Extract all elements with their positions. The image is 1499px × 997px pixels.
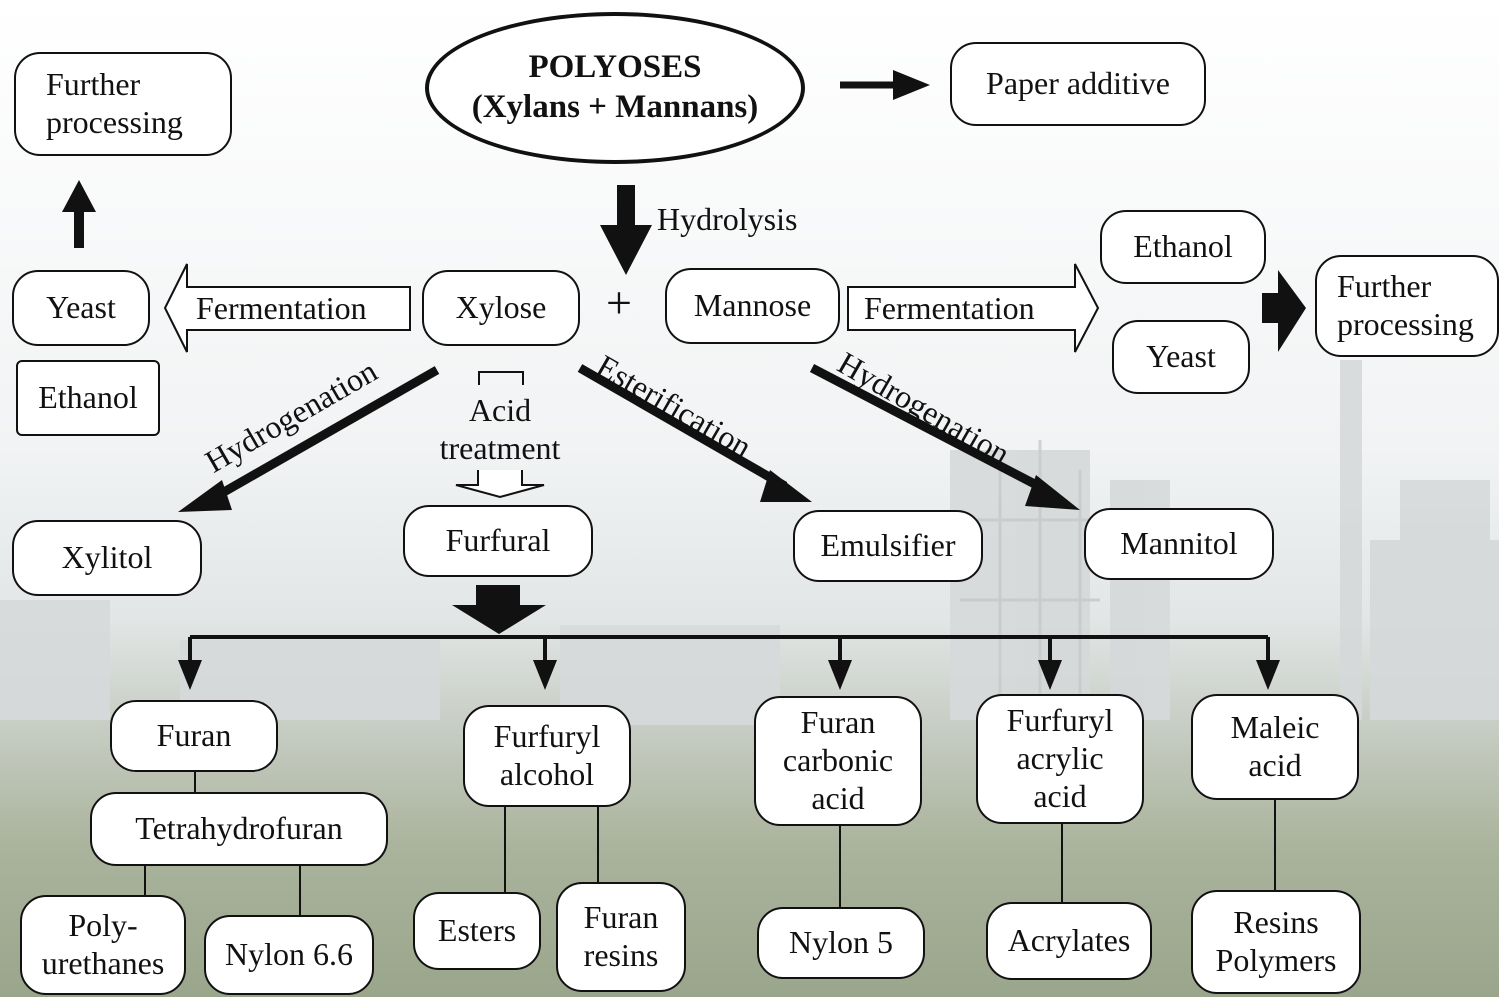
furfuryl-alcohol-node: Furfuryl alcohol <box>463 705 631 807</box>
mannitol-node: Mannitol <box>1084 508 1274 580</box>
furan-node: Furan <box>110 700 278 772</box>
furfural-node: Furfural <box>403 505 593 577</box>
plus-sign: + <box>606 277 632 328</box>
xylose-node: Xylose <box>422 270 580 346</box>
mannose-node: Mannose <box>665 268 840 344</box>
ethanol-left-node: Ethanol <box>16 360 160 436</box>
tetrahydrofuran-node: Tetrahydrofuran <box>90 792 388 866</box>
polyoses-node: POLYOSES(Xylans + Mannans) <box>425 12 805 164</box>
further-processing-left-node: Further processing <box>14 52 232 156</box>
hydrolysis-label: Hydrolysis <box>657 201 798 237</box>
yeast-right-node: Yeast <box>1112 320 1250 394</box>
furan-carbonic-acid-node: Furan carbonic acid <box>754 696 922 826</box>
acrylates-node: Acrylates <box>986 902 1152 980</box>
maleic-acid-node: Maleic acid <box>1191 694 1359 800</box>
xylitol-node: Xylitol <box>12 520 202 596</box>
polyoses-subtitle: (Xylans + Mannans) <box>471 89 759 125</box>
fermentation-right-label: Fermentation <box>864 290 1035 326</box>
polyoses-title: POLYOSES <box>528 49 702 86</box>
paper-additive-node: Paper additive <box>950 42 1206 126</box>
fermentation-left-label: Fermentation <box>196 290 367 326</box>
polyurethanes-node: Poly- urethanes <box>20 895 186 995</box>
esters-node: Esters <box>413 892 541 970</box>
furfuryl-acrylic-acid-node: Furfuryl acrylic acid <box>976 694 1144 824</box>
acid-treatment-label: Acid treatment <box>439 392 561 466</box>
yeast-left-node: Yeast <box>12 270 150 346</box>
further-processing-right-node: Further processing <box>1315 255 1499 357</box>
nylon-6-6-node: Nylon 6.6 <box>204 915 374 995</box>
resins-polymers-node: Resins Polymers <box>1191 890 1361 994</box>
emulsifier-node: Emulsifier <box>793 510 983 582</box>
ethanol-right-node: Ethanol <box>1100 210 1266 284</box>
nylon-5-node: Nylon 5 <box>757 907 925 979</box>
furan-resins-node: Furan resins <box>556 882 686 992</box>
